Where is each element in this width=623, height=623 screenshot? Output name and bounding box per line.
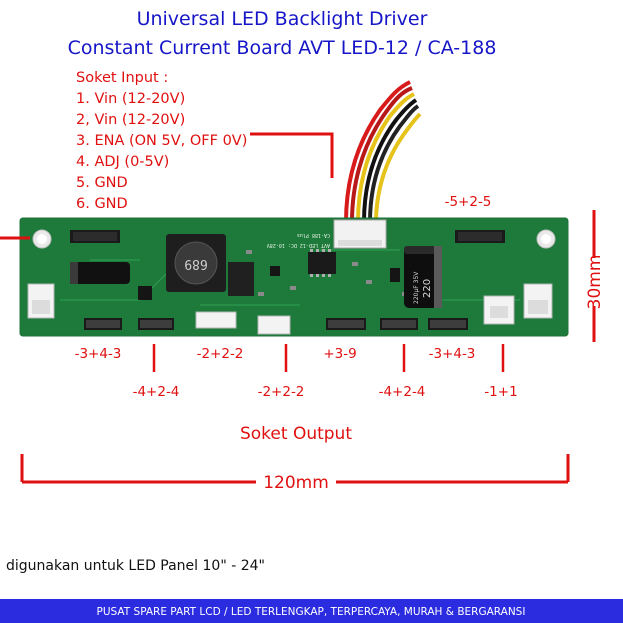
usage-note: digunakan untuk LED Panel 10" - 24" bbox=[6, 558, 265, 574]
height-dimension: 30mm bbox=[585, 210, 605, 342]
label-row1-2: -2+2-2 bbox=[197, 346, 244, 362]
input-heading: Soket Input : bbox=[76, 70, 168, 86]
input-pin-3: 3. ENA (ON 5V, OFF 0V) bbox=[76, 133, 247, 149]
label-row2-4: -1+1 bbox=[484, 384, 517, 400]
label-row2-3: -4+2-4 bbox=[379, 384, 426, 400]
output-label: Soket Output bbox=[240, 424, 352, 444]
label-top-right: -5+2-5 bbox=[445, 194, 492, 210]
footer-bar bbox=[0, 599, 623, 623]
silk-subtitle: AVT LED-12 DC: 10-28V bbox=[267, 242, 330, 248]
input-pin-1: 1. Vin (12-20V) bbox=[76, 91, 185, 107]
input-pin-5: 5. GND bbox=[76, 175, 128, 191]
input-pin-6: 6. GND bbox=[76, 196, 128, 212]
silk-model: CA-188 Plus bbox=[297, 232, 330, 238]
inductor-marking: 689 bbox=[184, 256, 207, 271]
capacitor-text: 220μF 35V bbox=[413, 271, 420, 304]
input-pin-2: 2, Vin (12-20V) bbox=[76, 112, 185, 128]
footer-text: PUSAT SPARE PART LCD / LED TERLENGKAP, T… bbox=[97, 606, 526, 618]
label-row1-1: -3+4-3 bbox=[75, 346, 122, 362]
label-row2-2: -2+2-2 bbox=[258, 384, 305, 400]
input-pin-4: 4. ADJ (0-5V) bbox=[76, 154, 169, 170]
input-wires bbox=[344, 80, 422, 223]
width-dimension: 120mm bbox=[20, 454, 570, 493]
width-label: 120mm bbox=[263, 473, 329, 493]
output-pointers bbox=[152, 344, 505, 372]
input-pointer bbox=[250, 132, 334, 178]
height-label: 30mm bbox=[585, 255, 605, 310]
label-row2-1: -4+2-4 bbox=[133, 384, 180, 400]
title-line-2: Constant Current Board AVT LED-12 / CA-1… bbox=[68, 37, 497, 59]
pcb-board: 689 220 220μF 35V CA-188 Plus AVT LED-12… bbox=[19, 217, 569, 337]
label-row1-4: -3+4-3 bbox=[429, 346, 476, 362]
label-row1-3: +3-9 bbox=[323, 346, 356, 362]
title-line-1: Universal LED Backlight Driver bbox=[137, 8, 428, 30]
capacitor-value: 220 bbox=[422, 279, 433, 298]
